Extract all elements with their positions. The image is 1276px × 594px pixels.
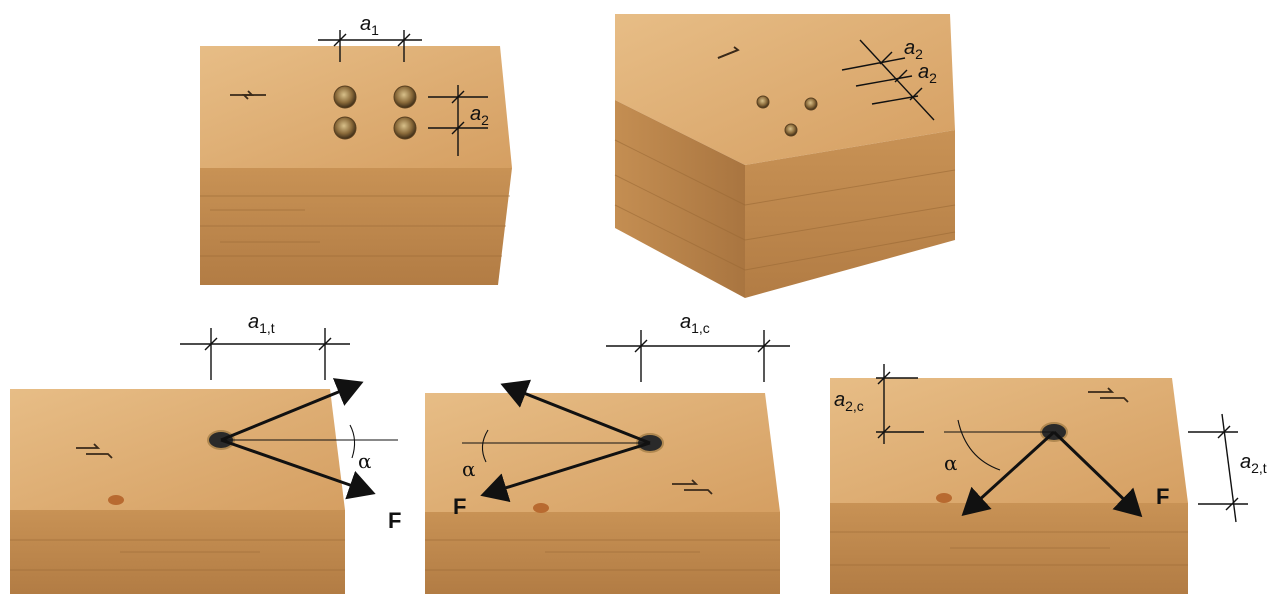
block-top-right: a2 a2 bbox=[614, 14, 956, 298]
force-arrow bbox=[480, 441, 651, 503]
grain-direction-icon bbox=[1088, 387, 1129, 403]
grain-direction-icon bbox=[230, 90, 266, 100]
wood-side-face-right bbox=[745, 130, 955, 298]
label-a2: a2 bbox=[470, 103, 489, 128]
screw-head bbox=[393, 85, 417, 109]
screw-head bbox=[333, 85, 357, 109]
knot bbox=[108, 495, 124, 505]
label-alpha: α bbox=[358, 449, 372, 473]
label-a2: a2 bbox=[918, 61, 937, 86]
screw-head bbox=[393, 116, 417, 140]
label-a1: a1 bbox=[360, 13, 379, 38]
label-force: F bbox=[453, 494, 466, 519]
block-bottom-middle: α F a1,c bbox=[425, 311, 790, 594]
label-alpha: α bbox=[462, 457, 476, 481]
dimension-a2t: a2,t bbox=[1188, 413, 1267, 523]
wood-top-face bbox=[425, 393, 780, 512]
dimension-a2-corner: a2 a2 bbox=[841, 37, 937, 121]
dimension-a2c: a2,c bbox=[834, 364, 924, 444]
wood-side-face-left bbox=[615, 100, 745, 298]
label-force: F bbox=[1156, 484, 1169, 509]
screw-head bbox=[804, 97, 818, 111]
wood-top-face bbox=[200, 46, 512, 168]
cross-laminated-layers bbox=[200, 195, 510, 257]
screw-group bbox=[333, 85, 417, 140]
screw-head bbox=[784, 123, 798, 137]
label-a1t: a1,t bbox=[248, 311, 275, 336]
block-bottom-right: α F a2,c a2,t bbox=[830, 364, 1267, 594]
angle-arc bbox=[957, 419, 1001, 471]
block-bottom-left: α F a1,t bbox=[10, 311, 401, 594]
dimension-a1: a1 bbox=[318, 13, 422, 62]
knot bbox=[533, 503, 549, 513]
label-a1c: a1,c bbox=[680, 311, 710, 336]
force-arrow bbox=[500, 379, 651, 445]
force-arrow bbox=[1052, 430, 1143, 518]
cross-laminated-layers bbox=[10, 539, 345, 571]
dimension-a2-top-block: a2 bbox=[428, 85, 489, 156]
dimension-a1c: a1,c bbox=[606, 311, 790, 382]
angle-arc bbox=[349, 424, 356, 459]
wood-top-face bbox=[10, 389, 345, 510]
angle-arc bbox=[481, 429, 489, 463]
grain-direction-icon bbox=[717, 46, 740, 59]
wood-top-face bbox=[830, 378, 1188, 503]
grain-direction-icon bbox=[672, 479, 713, 495]
label-alpha: α bbox=[944, 451, 958, 475]
screw-head bbox=[333, 116, 357, 140]
knot bbox=[936, 493, 952, 503]
force-arrow bbox=[220, 438, 376, 500]
cross-laminated-layers bbox=[830, 531, 1188, 566]
dimension-a1t: a1,t bbox=[180, 311, 350, 380]
label-a2t: a2,t bbox=[1240, 451, 1267, 476]
label-a2c: a2,c bbox=[834, 389, 864, 414]
force-arrow bbox=[961, 430, 1056, 517]
grain-direction-icon bbox=[76, 443, 113, 459]
wood-side-face bbox=[425, 512, 780, 594]
cross-laminated-layers bbox=[614, 139, 956, 271]
block-top-left: a1 a2 bbox=[200, 13, 512, 285]
force-arrow bbox=[220, 378, 364, 442]
label-force: F bbox=[388, 508, 401, 533]
cross-laminated-layers bbox=[425, 539, 780, 571]
screw-head bbox=[756, 95, 770, 109]
label-a2: a2 bbox=[904, 37, 923, 62]
